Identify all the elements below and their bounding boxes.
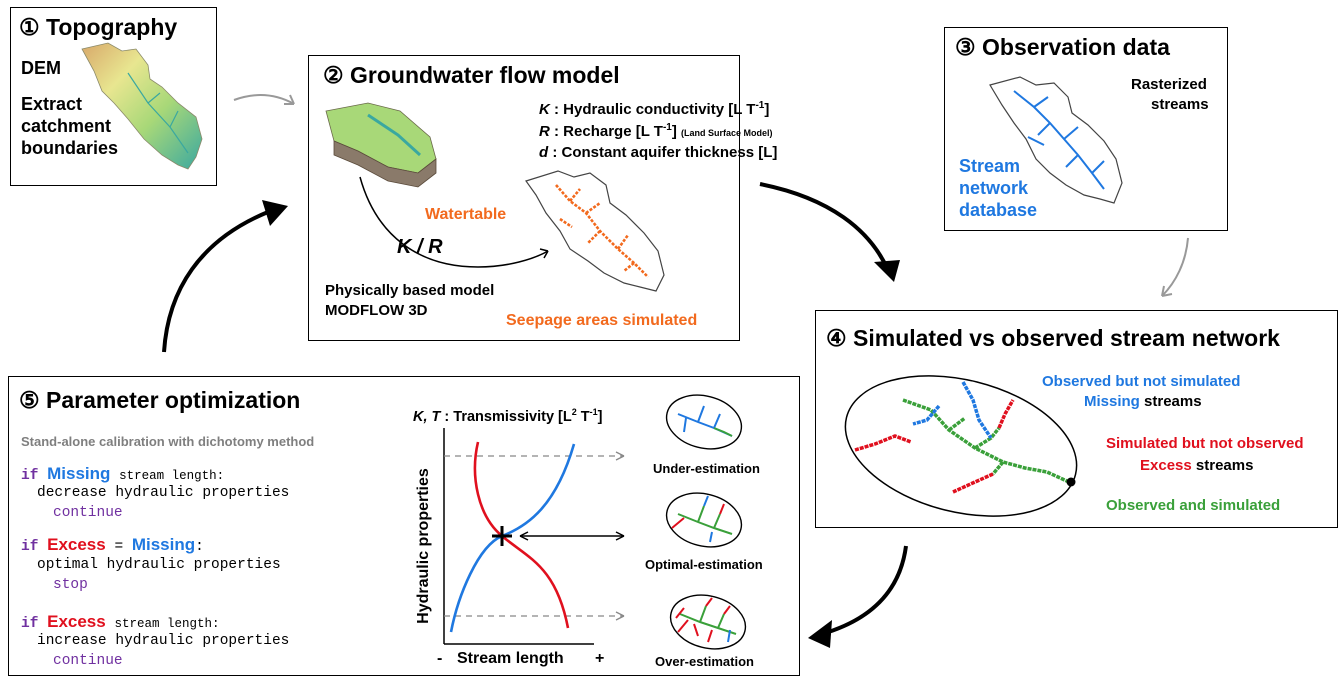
transmissivity-header: K, T : Transmissivity [L2 T-1] — [413, 407, 603, 425]
optimization-title: ⑤ Parameter optimization — [19, 387, 301, 413]
extract-line-1: Extract — [21, 94, 83, 114]
under-estimation-diagram — [665, 394, 743, 450]
arrow-observation-to-comparison — [1161, 237, 1189, 297]
over-estimation-label: Over-estimation — [655, 654, 754, 669]
graph-xlabel: Stream length — [457, 650, 564, 667]
groundwater-model-panel: ② Groundwater flow model K : Hydraulic c… — [308, 55, 777, 341]
code-line-3: continue — [53, 505, 123, 521]
comparison-streams — [844, 375, 1078, 517]
observed-not-simulated-label: Observed but not simulated — [1042, 373, 1241, 390]
arrow-model-to-comparison — [759, 182, 890, 271]
rasterized-line-1: Rasterized — [1131, 76, 1207, 93]
graph-xlabel-minus: - — [437, 650, 443, 667]
kr-label: K / R — [397, 236, 443, 258]
simulated-not-observed-label: Simulated but not observed — [1106, 435, 1304, 452]
topography-title: ① Topography — [19, 14, 178, 40]
code-line-2: decrease hydraulic properties — [37, 485, 290, 501]
graph-xlabel-plus: + — [595, 650, 605, 667]
observed-and-simulated-label: Observed and simulated — [1106, 497, 1281, 514]
extract-line-3: boundaries — [21, 138, 119, 158]
param-k: K : Hydraulic conductivity [L T-1] — [539, 100, 770, 118]
observed-streams-map — [989, 76, 1123, 204]
optimal-estimation-label: Optimal-estimation — [645, 557, 763, 572]
over-estimation-diagram — [669, 594, 747, 650]
model-line-2: MODFLOW 3D — [325, 302, 428, 319]
under-estimation-label: Under-estimation — [653, 461, 760, 476]
terrain-block — [325, 102, 437, 188]
stream-db-line-1: Stream — [959, 156, 1021, 176]
code-line-9: continue — [53, 653, 123, 669]
optimization-panel: ⑤ Parameter optimization Stand-alone cal… — [8, 376, 800, 676]
code-line-1: if Missing stream length: — [21, 464, 225, 484]
stream-db-line-2: network — [959, 178, 1029, 198]
arrow-topography-to-model — [233, 94, 295, 105]
arrow-optimization-to-model — [162, 210, 269, 353]
observation-panel: ③ Observation data Rasterized streams St… — [944, 27, 1228, 231]
model-line-1: Physically based model — [325, 282, 495, 299]
stream-db-line-3: database — [959, 200, 1038, 220]
groundwater-graphics — [325, 102, 665, 292]
param-d: d : Constant aquifer thickness [L] — [539, 144, 778, 161]
topography-panel: ① Topography DEM Extract catchment bound… — [10, 7, 217, 186]
code-line-4: if Excess = Missing: — [21, 535, 204, 555]
extract-line-2: catchment — [21, 116, 112, 136]
optimal-estimation-diagram — [665, 492, 743, 548]
observation-title: ③ Observation data — [955, 34, 1170, 60]
rasterized-line-2: streams — [1151, 96, 1209, 113]
comparison-title: ④ Simulated vs observed stream network — [826, 325, 1280, 351]
comparison-panel: ④ Simulated vs observed stream network O… — [815, 310, 1338, 528]
missing-streams-label: Missing streams — [1084, 393, 1202, 410]
code-line-8: increase hydraulic properties — [37, 633, 290, 649]
excess-streams-label: Excess streams — [1140, 457, 1254, 474]
recharge-note: (Land Surface Model) — [681, 128, 773, 138]
dem-map — [81, 42, 203, 170]
dem-label: DEM — [21, 58, 61, 78]
param-r: R : Recharge [L T-1] (Land Surface Model… — [539, 122, 773, 140]
watertable-label: Watertable — [425, 206, 507, 223]
code-line-5: optimal hydraulic properties — [37, 557, 281, 573]
dichotomy-graph — [443, 394, 747, 650]
arrow-comparison-to-optimization — [821, 545, 908, 636]
groundwater-title: ② Groundwater flow model — [323, 62, 620, 88]
code-line-6: stop — [53, 577, 88, 593]
seepage-label: Seepage areas simulated — [506, 312, 698, 329]
calibration-subtitle: Stand-alone calibration with dichotomy m… — [21, 434, 315, 449]
code-line-7: if Excess stream length: — [21, 612, 220, 632]
